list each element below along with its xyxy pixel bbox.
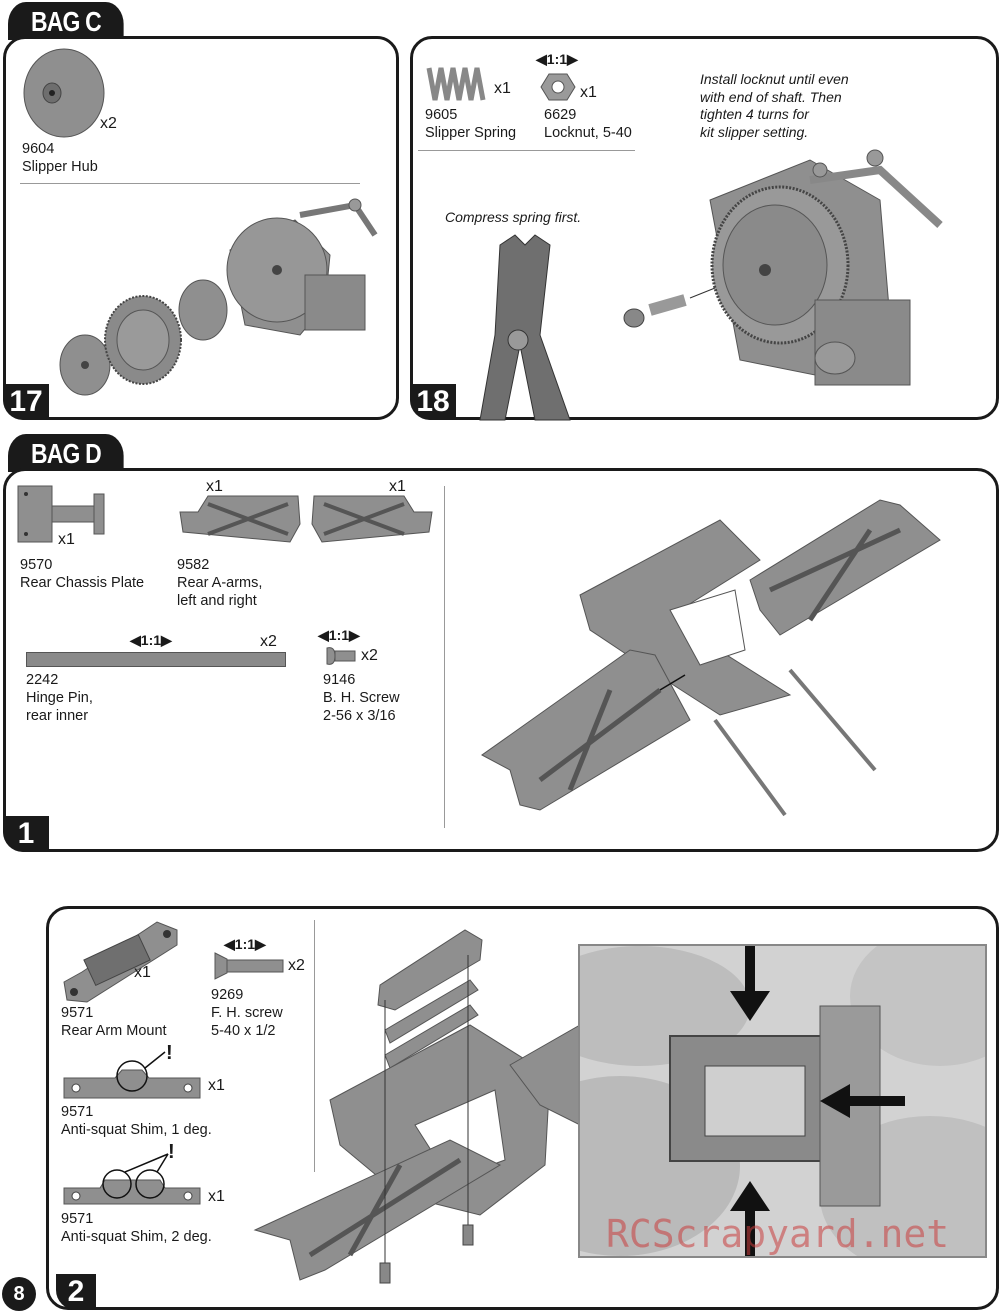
a-arm-left-qty: x1: [206, 478, 223, 495]
rear-arm-mount-qty: x1: [134, 964, 151, 981]
step-18-assembly-illustration: [623, 149, 943, 386]
anti-squat-shim-2deg-qty: x1: [208, 1188, 225, 1205]
divider: [20, 183, 360, 184]
page-number: 8: [2, 1277, 36, 1311]
hinge-pin-illustration: [26, 652, 286, 667]
bh-screw-name-line2: 2-56 x 3/16: [323, 708, 396, 724]
step-1-assembly-illustration: [481, 499, 941, 817]
instruction-line: with end of shaft. Then: [700, 88, 842, 105]
bh-screw-qty: x2: [361, 647, 378, 664]
anti-squat-shim-2deg-part-number: 9571: [61, 1211, 94, 1227]
slipper-hub-part-number: 9604: [22, 141, 55, 157]
scale-label: 1:1: [234, 936, 256, 952]
scale-label: 1:1: [140, 632, 162, 648]
step-1-number: 1: [3, 816, 49, 852]
scale-indicator: ◀1:1▶: [130, 632, 172, 648]
divider: [418, 150, 635, 151]
bag-c-tab: BAG C: [8, 2, 124, 40]
slipper-spring-qty: x1: [494, 80, 511, 97]
slipper-spring-part-number: 9605: [425, 107, 458, 123]
warning-mark: !: [166, 1042, 173, 1064]
pliers-illustration: [479, 234, 571, 421]
fh-screw-qty: x2: [288, 957, 305, 974]
scale-indicator: ◀1:1▶: [224, 936, 266, 952]
locknut-qty: x1: [580, 84, 597, 101]
fh-screw-name-line2: 5-40 x 1/2: [211, 1023, 276, 1039]
scale-label: 1:1: [328, 627, 350, 643]
anti-squat-shim-1deg-qty: x1: [208, 1077, 225, 1094]
step-2-assembly-illustration: [253, 929, 581, 1284]
bh-screw-illustration: [326, 647, 356, 665]
watermark: RCScrapyard.net: [606, 1212, 950, 1256]
locknut-part-number: 6629: [544, 107, 577, 123]
a-arms-part-number: 9582: [177, 557, 210, 573]
slipper-hub-illustration: [23, 48, 105, 138]
hinge-pin-qty: x2: [260, 633, 277, 650]
rear-a-arms-illustration: [179, 495, 433, 543]
fh-screw-name: F. H. screw: [211, 1005, 283, 1021]
anti-squat-shim-1deg-name: Anti-squat Shim, 1 deg.: [61, 1122, 212, 1138]
anti-squat-shim-1deg-illustration: [63, 1051, 201, 1099]
rear-arm-mount-illustration: [63, 921, 178, 1003]
instruction-line: Install locknut until even: [700, 71, 849, 87]
slipper-spring-illustration: [426, 67, 486, 101]
instruction-line: kit slipper setting.: [700, 123, 809, 140]
rear-chassis-plate-name: Rear Chassis Plate: [20, 575, 145, 591]
step-17-assembly-illustration: [59, 198, 378, 396]
rear-chassis-plate-qty: x1: [58, 531, 75, 548]
step-17-number: 17: [3, 384, 49, 420]
hinge-pin-part-number: 2242: [26, 672, 59, 688]
hinge-pin-name: Hinge Pin,: [26, 690, 93, 706]
photo-contents: [580, 946, 985, 1256]
assembly-photo: [578, 944, 987, 1258]
slipper-spring-name: Slipper Spring: [425, 125, 517, 141]
divider: [444, 486, 445, 828]
fh-screw-illustration: [214, 952, 284, 980]
a-arm-right-qty: x1: [389, 478, 406, 495]
rear-chassis-plate-part-number: 9570: [20, 557, 53, 573]
hinge-pin-name-line2: rear inner: [26, 708, 89, 724]
a-arms-name-line2: left and right: [177, 593, 257, 609]
compress-spring-note: Compress spring first.: [445, 209, 582, 225]
scale-indicator: ◀1:1▶: [318, 627, 360, 643]
divider: [314, 920, 315, 1172]
locknut-illustration: [540, 73, 576, 101]
warning-mark: !: [168, 1141, 175, 1163]
bag-d-tab: BAG D: [8, 434, 124, 472]
scale-indicator: ◀1:1▶: [536, 51, 578, 67]
step-2-number: 2: [56, 1274, 96, 1310]
bh-screw-part-number: 9146: [323, 672, 356, 688]
locknut-instruction: Install locknut until even with end of s…: [700, 71, 849, 141]
step-18-number: 18: [410, 384, 456, 420]
slipper-hub-qty: x2: [100, 115, 117, 132]
a-arms-name: Rear A-arms,: [177, 575, 263, 591]
anti-squat-shim-1deg-part-number: 9571: [61, 1104, 94, 1120]
instruction-line: tighten 4 turns for: [700, 106, 809, 122]
anti-squat-shim-2deg-illustration: [63, 1153, 201, 1205]
slipper-hub-name: Slipper Hub: [22, 159, 98, 175]
anti-squat-shim-2deg-name: Anti-squat Shim, 2 deg.: [61, 1229, 212, 1245]
rear-arm-mount-name: Rear Arm Mount: [61, 1023, 167, 1039]
rear-chassis-plate-illustration: [17, 485, 105, 543]
fh-screw-part-number: 9269: [211, 987, 244, 1003]
bh-screw-name: B. H. Screw: [323, 690, 400, 706]
rear-arm-mount-part-number: 9571: [61, 1005, 94, 1021]
scale-label: 1:1: [546, 51, 568, 67]
locknut-name: Locknut, 5-40: [544, 125, 632, 141]
